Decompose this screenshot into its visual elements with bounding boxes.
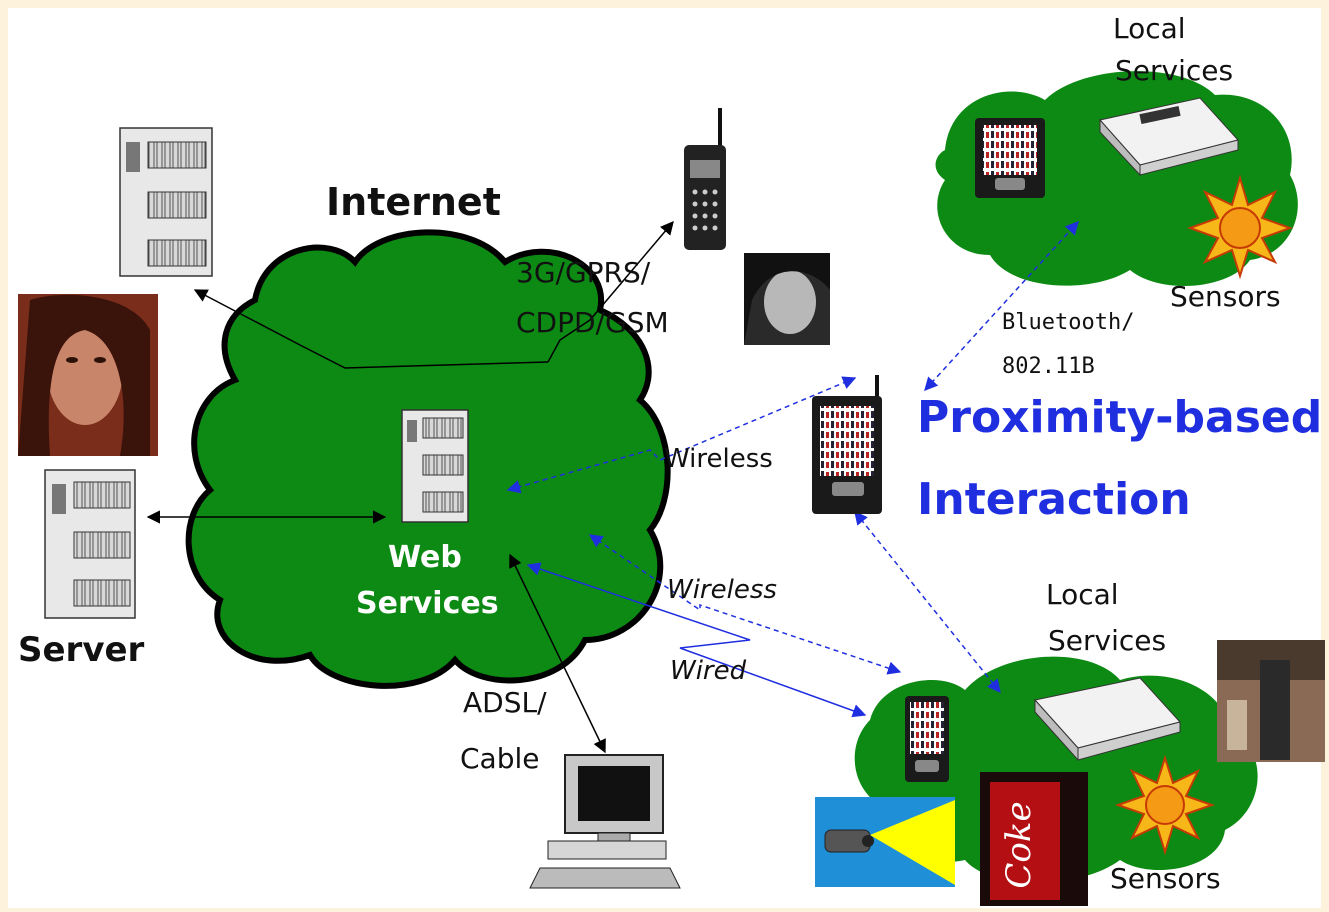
wireless-arrow-upper [506,376,857,494]
wireless-label-lower: Wireless [667,575,777,605]
cell-phone-icon [684,108,726,250]
portrait-photo [744,253,830,345]
pda-icon [812,375,882,514]
svg-text:Coke: Coke [999,801,1039,888]
desktop-computer-icon [529,754,681,889]
local-services-bottom-line1: Local [1046,578,1119,611]
portrait-photo [18,294,158,456]
local-services-top-line1: Local [1113,12,1186,45]
proximity-title-line2: Interaction [917,474,1191,525]
network-cdpd-label: CDPD/GSM [516,306,669,339]
pda-local-arrow [854,510,1001,694]
pda-icon [975,118,1045,198]
wireless-label-upper: Wireless [664,444,773,474]
web-services-server-icon [401,409,469,523]
printer-icon [1099,97,1239,177]
sun-sensor-icon [1114,754,1216,856]
projector-icon [815,797,955,887]
bluetooth-arrow [924,221,1079,391]
sun-sensor-icon [1187,174,1293,280]
internet-label: Internet [326,180,501,224]
server-icon [44,469,136,619]
cable-label: Cable [460,742,540,775]
proximity-title-line1: Proximity-based [917,392,1323,443]
sensors-bottom-label: Sensors [1110,862,1221,895]
web-services-label-line1: Web [388,540,462,575]
web-services-label-line2: Services [356,586,499,621]
local-services-top-line2: Services [1115,54,1234,87]
wifi-standard-label: 802.11B [1002,354,1095,379]
vending-machine-photo: Coke [980,772,1088,906]
network-3g-label: 3G/GPRS/ [516,256,651,289]
pda-icon [905,696,949,782]
server-icon [119,127,213,277]
internet-to-top-server-line [193,289,549,369]
internet-to-phone-line [547,220,674,363]
adsl-label: ADSL/ [463,686,547,719]
wired-arrow [526,562,867,718]
server-label: Server [18,630,145,670]
local-services-bottom-line2: Services [1048,624,1167,657]
wired-label: Wired [670,656,747,686]
kiosk-photo [1217,640,1325,762]
bluetooth-label: Bluetooth/ [1002,310,1135,335]
printer-icon [1034,677,1181,762]
sensors-top-label: Sensors [1170,280,1281,313]
